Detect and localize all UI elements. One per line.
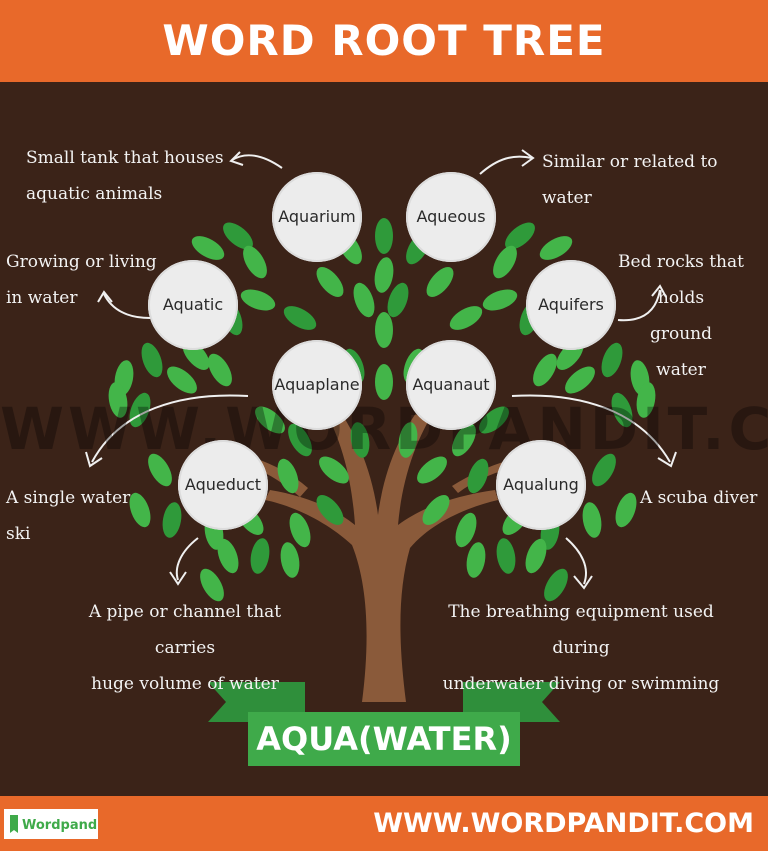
- leaf: [533, 353, 557, 387]
- leaf: [592, 453, 616, 487]
- root-word: AQUA(WATER): [256, 720, 512, 758]
- meaning-aqueduct: A pipe or channel that carries huge volu…: [88, 602, 282, 694]
- leaf: [636, 382, 656, 418]
- leaf: [141, 342, 163, 378]
- leaf: [129, 492, 151, 528]
- leaf: [350, 422, 370, 458]
- leaf: [601, 342, 623, 378]
- leaf: [191, 236, 225, 260]
- leaf: [398, 422, 418, 458]
- footer-bar: WWW.WORDPANDIT.COM: [0, 796, 768, 851]
- leaf: [148, 453, 172, 487]
- word-label: Aqualung: [503, 475, 579, 494]
- word-label: Aqueduct: [184, 475, 262, 494]
- leaf: [544, 568, 568, 602]
- meaning-aquaplane: A single water ski: [6, 488, 131, 544]
- leaf: [422, 495, 450, 525]
- leaf: [615, 492, 637, 528]
- meaning-aqualung: The breathing equipment used during unde…: [442, 602, 720, 694]
- leaf: [565, 366, 595, 394]
- leaf: [482, 289, 518, 311]
- root-banner: [208, 682, 560, 766]
- tree-illustration: [85, 149, 677, 766]
- word-label: Aquaplane: [274, 375, 360, 394]
- leaf: [387, 282, 409, 318]
- leaf: [255, 406, 285, 434]
- leaf: [223, 222, 253, 250]
- svg-text:Wordpandit: Wordpandit: [22, 818, 98, 833]
- leaf: [288, 423, 312, 457]
- leaf: [250, 538, 270, 574]
- word-bubble-aquatic: Aquatic: [148, 260, 238, 350]
- word-bubble-aquifers: Aquifers: [526, 260, 616, 350]
- leaf: [200, 568, 224, 602]
- leaf: [375, 218, 393, 254]
- word-label: Aquatic: [162, 295, 224, 314]
- leaf: [240, 289, 276, 311]
- meaning-aquanaut: A scuba diver: [640, 488, 758, 508]
- word-label: Aquarium: [278, 207, 356, 226]
- tree-leaves: [108, 218, 656, 602]
- meaning-aquarium: Small tank that houses aquatic animals: [26, 148, 224, 204]
- word-bubble-aqueduct: Aqueduct: [178, 440, 268, 530]
- leaf: [496, 538, 516, 574]
- leaf: [455, 512, 477, 548]
- leaf: [525, 538, 547, 574]
- leaf: [505, 222, 535, 250]
- word-label: Aquanaut: [412, 375, 490, 394]
- word-bubble-aquanaut: Aquanaut: [406, 340, 496, 430]
- leaf: [208, 353, 232, 387]
- word-bubble-aquarium: Aquarium: [272, 172, 362, 262]
- leaf: [319, 456, 349, 484]
- leaf: [243, 245, 267, 279]
- leaf: [316, 495, 344, 525]
- leaf: [217, 538, 239, 574]
- logo-mark-icon: Wordpandit: [4, 809, 98, 839]
- leaf: [479, 406, 509, 434]
- leaf: [108, 382, 128, 418]
- word-bubble-aqueous: Aqueous: [406, 172, 496, 262]
- leaf: [582, 502, 602, 538]
- leaf: [162, 502, 182, 538]
- leaf: [467, 458, 489, 494]
- leaf: [375, 364, 393, 400]
- leaf: [374, 257, 394, 293]
- wordpandit-logo[interactable]: Wordpandit: [4, 809, 98, 839]
- word-bubble-aqualung: Aqualung: [496, 440, 586, 530]
- page-title: WORD ROOT TREE: [162, 16, 606, 65]
- header-bar: WORD ROOT TREE: [0, 0, 768, 82]
- word-label: Aquifers: [538, 295, 604, 314]
- leaf: [426, 267, 454, 297]
- meaning-aquifers: Bed rocks that holds ground water: [618, 252, 744, 380]
- leaf: [289, 512, 311, 548]
- meaning-aquatic: Growing or living in water: [6, 252, 157, 308]
- footer-url[interactable]: WWW.WORDPANDIT.COM: [373, 808, 754, 839]
- leaf: [280, 542, 300, 578]
- leaf: [417, 456, 447, 484]
- leaf: [353, 282, 375, 318]
- word-label: Aqueous: [416, 207, 486, 226]
- leaf: [167, 366, 197, 394]
- watermark-text: WWW.WORDPANDIT.COM: [0, 395, 768, 463]
- annotation-arrows: [85, 149, 677, 590]
- meaning-aqueous: Similar or related to water: [542, 152, 718, 208]
- leaf: [283, 306, 317, 330]
- leaf: [316, 267, 344, 297]
- leaf: [539, 236, 573, 260]
- leaf: [466, 542, 486, 578]
- leaf: [449, 306, 483, 330]
- word-bubble-aquaplane: Aquaplane: [272, 340, 362, 430]
- leaf: [493, 245, 517, 279]
- leaf: [452, 423, 476, 457]
- leaf: [277, 458, 299, 494]
- leaf: [375, 312, 393, 348]
